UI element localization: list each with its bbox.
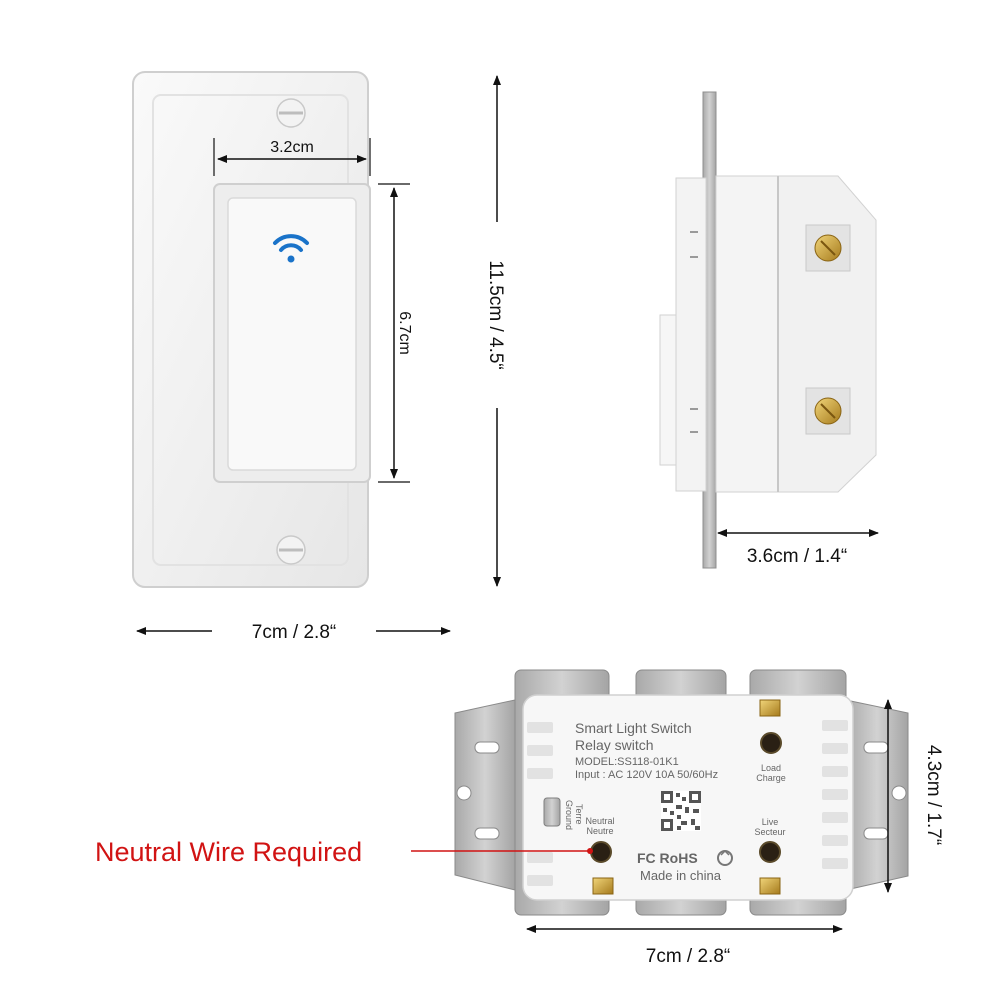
live-label-2: Secteur bbox=[754, 827, 785, 837]
top-screw bbox=[276, 98, 306, 128]
rocker-paddle[interactable] bbox=[227, 197, 357, 471]
label-subtitle: Relay switch bbox=[575, 737, 654, 753]
depth-label: 3.6cm / 1.4“ bbox=[747, 546, 847, 567]
front-view: 3.2cm 6.7cm 11.5cm / 4.5“ 7cm / 2.8“ bbox=[132, 71, 510, 643]
body-height-dimension: 4.3cm / 1.7“ bbox=[884, 699, 944, 893]
neutral-callout: Neutral Wire Required bbox=[95, 837, 593, 867]
neutral-callout-text: Neutral Wire Required bbox=[95, 837, 362, 867]
face-side bbox=[675, 177, 707, 492]
recycle-icon bbox=[717, 849, 733, 866]
live-label-1: Live bbox=[762, 817, 779, 827]
ground-label-2: Terre bbox=[574, 804, 584, 825]
plate-width-dimension: 7cm / 2.8“ bbox=[136, 622, 451, 643]
vent-slots-left bbox=[527, 722, 553, 886]
inner-width-label: 3.2cm bbox=[270, 139, 314, 156]
depth-dimension: 3.6cm / 1.4“ bbox=[717, 529, 879, 567]
terminal-screw-bottom bbox=[805, 387, 851, 435]
live-terminal-hole bbox=[759, 841, 781, 863]
neutral-label-1: Neutral bbox=[585, 816, 614, 826]
inner-height-dimension: 6.7cm bbox=[378, 183, 413, 483]
vent-slots-right bbox=[822, 720, 848, 869]
label-title: Smart Light Switch bbox=[575, 720, 692, 736]
face-ticks bbox=[690, 231, 698, 433]
terminal-clip-bottom-left bbox=[592, 877, 614, 895]
label-input: Input : AC 120V 10A 50/60Hz bbox=[575, 769, 718, 781]
inner-width-dimension: 3.2cm bbox=[213, 138, 371, 176]
neutral-label-2: Neutre bbox=[586, 826, 613, 836]
load-terminal-hole bbox=[760, 732, 782, 754]
body-width-dimension: 7cm / 2.8“ bbox=[526, 925, 843, 967]
body-width-label: 7cm / 2.8“ bbox=[646, 946, 730, 967]
terminal-clip-bottom-right bbox=[759, 877, 781, 895]
housing-front-section bbox=[715, 175, 779, 493]
back-view: Smart Light Switch Relay switch MODEL:SS… bbox=[454, 669, 944, 967]
inner-height-label: 6.7cm bbox=[396, 311, 413, 355]
label-origin: Made in china bbox=[640, 868, 722, 883]
certification-marks: FC RoHS bbox=[637, 850, 698, 866]
side-view: 3.6cm / 1.4“ bbox=[659, 91, 879, 569]
plate-width-label: 7cm / 2.8“ bbox=[252, 622, 336, 643]
terminal-clip-top bbox=[759, 699, 781, 717]
load-label-1: Load bbox=[761, 763, 781, 773]
label-model: MODEL:SS118-01K1 bbox=[575, 756, 679, 768]
terminal-screw-top bbox=[805, 224, 851, 272]
housing-rear-section bbox=[777, 175, 877, 493]
neutral-terminal-hole bbox=[590, 841, 612, 863]
bottom-screw bbox=[276, 535, 306, 565]
qr-code-icon bbox=[661, 791, 701, 831]
plate-height-dimension: 11.5cm / 4.5“ bbox=[485, 75, 510, 587]
body-height-label: 4.3cm / 1.7“ bbox=[923, 745, 944, 845]
load-label-2: Charge bbox=[756, 773, 786, 783]
ground-screw bbox=[543, 797, 561, 827]
plate-height-label: 11.5cm / 4.5“ bbox=[485, 260, 506, 369]
wifi-icon bbox=[273, 234, 309, 263]
ground-label-1: Ground bbox=[564, 800, 574, 830]
